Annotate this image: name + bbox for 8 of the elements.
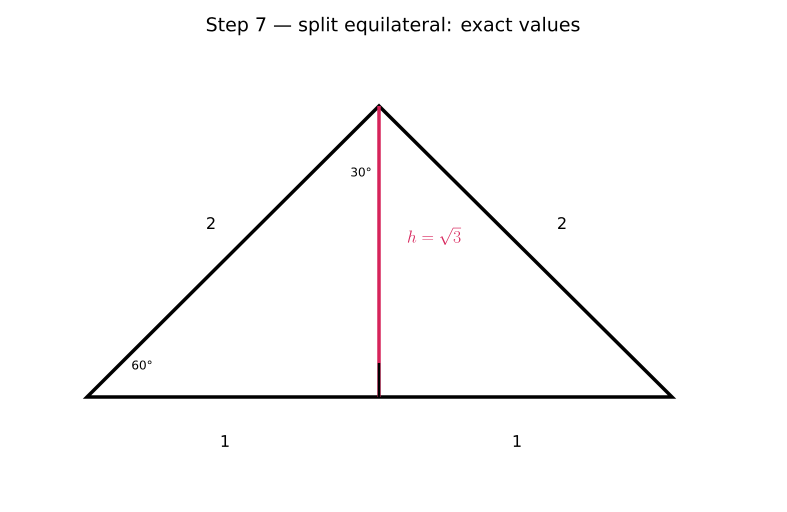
angle-label: 30°	[351, 167, 370, 177]
height-label: $h = \sqrt{3}$	[408, 228, 462, 245]
side-label: 2	[558, 217, 566, 229]
side-label: 1	[222, 435, 229, 447]
title: Step 7 — split equilateral: exact values	[206, 16, 580, 36]
side-label: 1	[514, 435, 521, 447]
angle-label: 60°	[132, 360, 152, 370]
side-label: 2	[207, 217, 214, 229]
